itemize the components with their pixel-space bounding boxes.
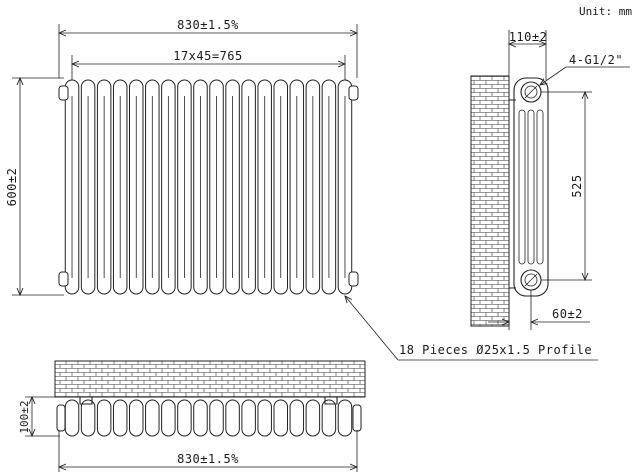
- radiator-section-top: [145, 399, 160, 437]
- radiator-section-top: [96, 399, 112, 437]
- radiator-section: [145, 79, 160, 295]
- front-view: 830±1.5% 17x45=765 600±2: [5, 18, 598, 361]
- radiator-section-top: [305, 399, 321, 437]
- wall-gap-label: 60±2: [552, 307, 583, 321]
- radiator-section-top: [209, 399, 224, 437]
- top-view: 100±2 830±1.5%: [18, 360, 366, 472]
- top-end-cap: [352, 404, 362, 432]
- radiator-section: [129, 79, 144, 295]
- radiator-section-top: [177, 399, 192, 437]
- radiator-section-top: [129, 399, 144, 437]
- radiator-section: [289, 79, 305, 295]
- radiator-section: [80, 79, 96, 295]
- radiator-section-top: [321, 399, 337, 437]
- vertical-centers-label: 525: [570, 174, 584, 197]
- radiator-section-top: [112, 399, 128, 437]
- side-view: 110±2 4-G1/2" 525 60±2: [470, 30, 630, 330]
- front-centers-label: 17x45=765: [173, 49, 243, 63]
- radiator-section: [305, 79, 321, 295]
- radiator-section: [161, 79, 176, 295]
- front-height-label: 600±2: [5, 168, 19, 207]
- wall-section: [470, 75, 510, 327]
- radiator-section-top: [257, 399, 272, 437]
- radiator-section-top: [289, 399, 305, 437]
- radiator-section-top: [193, 399, 208, 437]
- radiator-section: [112, 79, 128, 295]
- front-radiator-sections: [64, 79, 353, 295]
- top-width-label: 830±1.5%: [177, 452, 239, 466]
- side-depth-label: 110±2: [509, 30, 548, 44]
- radiator-section-top: [64, 399, 80, 437]
- connection-label: 4-G1/2": [569, 53, 623, 67]
- front-width-label: 830±1.5%: [177, 18, 239, 32]
- profile-note: 18 Pieces Ø25x1.5 Profile: [399, 343, 592, 357]
- radiator-section: [321, 79, 337, 295]
- top-end-cap: [56, 404, 66, 432]
- radiator-section: [225, 79, 240, 295]
- radiator-section: [273, 79, 288, 295]
- top-radiator-sections: [56, 399, 362, 437]
- radiator-section-top: [273, 399, 288, 437]
- radiator-section-top: [241, 399, 256, 437]
- radiator-section: [193, 79, 208, 295]
- radiator-section-top: [337, 399, 353, 437]
- top-wall-section: [54, 360, 366, 398]
- radiator-section: [96, 79, 112, 295]
- unit-label: Unit: mm: [579, 5, 632, 18]
- radiator-section: [337, 79, 353, 295]
- radiator-section-top: [225, 399, 240, 437]
- radiator-section-top: [80, 399, 96, 437]
- radiator-section-top: [161, 399, 176, 437]
- radiator-section: [241, 79, 256, 295]
- radiator-section: [209, 79, 224, 295]
- top-depth-label: 100±2: [18, 400, 31, 433]
- radiator-section: [257, 79, 272, 295]
- radiator-section: [177, 79, 192, 295]
- radiator-section: [64, 79, 80, 295]
